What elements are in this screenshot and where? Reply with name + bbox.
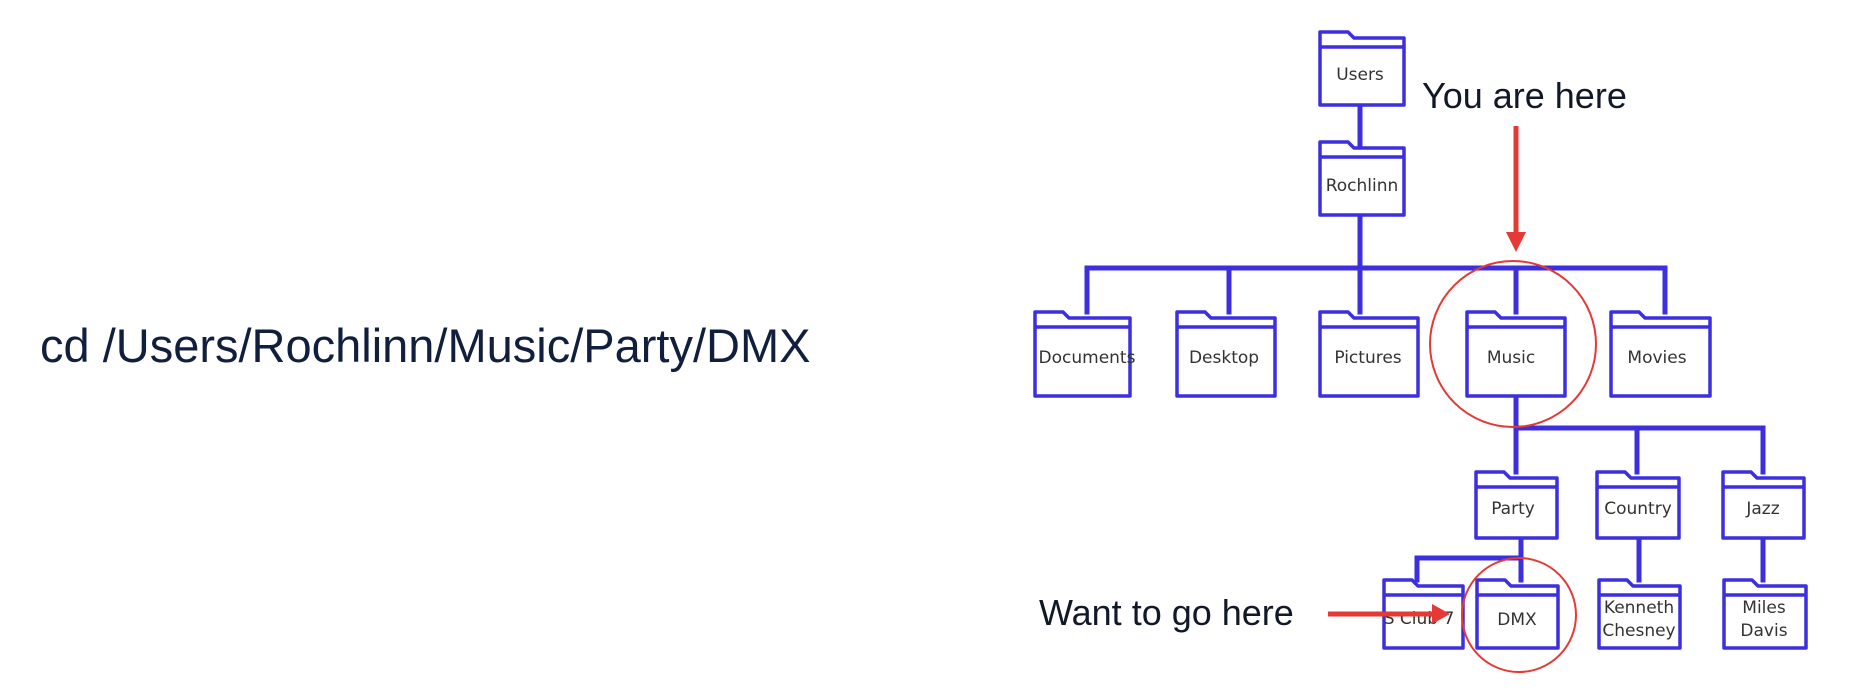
folder-documents[interactable]: Documents [1033,310,1136,398]
folder-movies-label: Movies [1627,348,1686,368]
folder-users[interactable]: Users [1318,30,1406,107]
dmx-highlight-circle [1461,557,1577,673]
you-are-here-label: You are here [1422,75,1627,116]
tree-connectors [1084,102,1766,583]
folder-jazz[interactable]: Jazz [1721,470,1806,540]
down-arrow-icon [1506,126,1526,252]
folder-dmx-label: DMX [1497,610,1537,630]
folder-music[interactable]: Music [1465,310,1567,398]
cd-command-text: cd /Users/Rochlinn/Music/Party/DMX [40,319,811,372]
folder-rochlinn-label: Rochlinn [1326,176,1399,196]
folder-pictures[interactable]: Pictures [1318,310,1420,398]
want-to-go-here-label: Want to go here [1039,592,1294,633]
folder-miles-davis-label-line2: Davis [1740,621,1787,641]
folder-country-label: Country [1604,499,1672,519]
folder-jazz-label: Jazz [1745,499,1779,519]
folder-desktop[interactable]: Desktop [1175,310,1277,398]
folder-country[interactable]: Country [1595,470,1681,540]
folder-rochlinn[interactable]: Rochlinn [1318,140,1406,217]
folder-dmx[interactable]: DMX [1475,578,1560,650]
folder-miles-davis[interactable]: Miles Davis [1722,578,1808,650]
folder-kenneth-chesney[interactable]: Kenneth Chesney [1597,578,1682,650]
folder-party[interactable]: Party [1474,470,1559,540]
right-arrow-icon [1328,604,1450,624]
folder-music-label: Music [1487,348,1535,368]
folder-party-label: Party [1491,499,1535,519]
folder-users-label: Users [1336,65,1384,85]
folder-documents-label: Documents [1039,348,1136,368]
folder-kenneth-chesney-label-line1: Kenneth [1604,598,1674,618]
folder-kenneth-chesney-label-line2: Chesney [1602,621,1675,641]
music-highlight-circle [1429,260,1597,428]
folder-pictures-label: Pictures [1334,348,1401,368]
folder-miles-davis-label-line1: Miles [1742,598,1786,618]
folder-movies[interactable]: Movies [1609,310,1712,398]
folder-desktop-label: Desktop [1189,348,1259,368]
